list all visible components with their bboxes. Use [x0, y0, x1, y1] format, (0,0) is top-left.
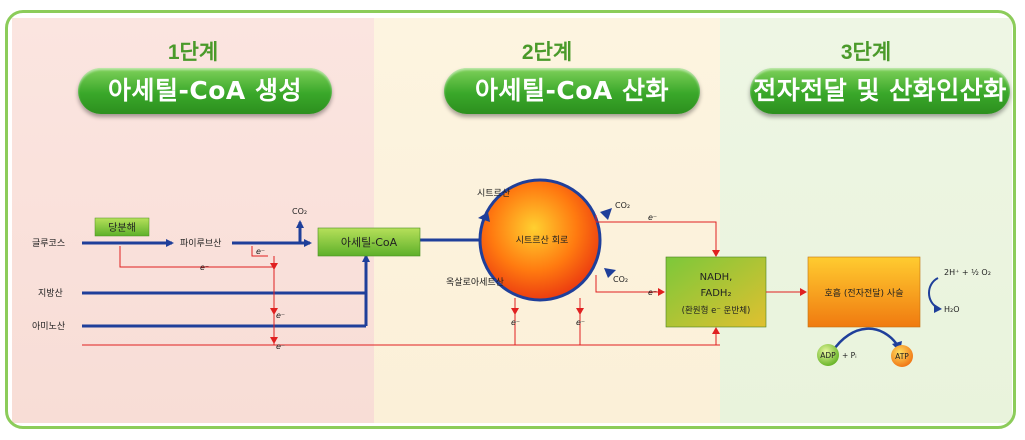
electron-arrowhead [270, 263, 278, 270]
citrate-label: 시트르산 [477, 188, 510, 199]
electron-arrowhead [658, 288, 665, 296]
atp-bubble [891, 345, 913, 367]
co2-label-top: CO₂ [615, 201, 630, 210]
atp-synthesis-arrow [830, 327, 900, 353]
atp-label: ATP [895, 352, 909, 361]
electron-label: e⁻ [256, 247, 265, 256]
acetyl-coa-label: 아세틸-CoA [341, 236, 398, 249]
electron-label: e⁻ [648, 288, 657, 297]
stage-2-title: 아세틸-CoA 산화 [444, 68, 700, 114]
electron-label: e⁻ [200, 263, 209, 272]
electron-label: e⁻ [511, 318, 520, 327]
stage-2-number: 2단계 [521, 41, 573, 64]
respiration-chain-label: 호흡 (전자전달) 사슬 [825, 287, 904, 299]
glycolysis-label: 당분해 [108, 221, 136, 234]
electron-arrowhead [712, 327, 720, 334]
co2-label-stage1: CO₂ [292, 207, 307, 216]
electron-arrowhead [576, 308, 584, 315]
arrowhead [934, 304, 942, 313]
co2-label-bottom: CO₂ [613, 275, 628, 284]
stage-3-title: 전자전달 및 산화인산화 [750, 68, 1010, 114]
carrier-nadh-label: NADH, [700, 272, 733, 283]
citric-acid-cycle [478, 178, 602, 302]
adp-bubble [817, 344, 839, 366]
proton-oxygen-label: 2H⁺ + ½ O₂ [944, 268, 991, 277]
cycle-arrowhead [478, 212, 490, 222]
acetyl-coa-box [317, 227, 421, 257]
electron-label: e⁻ [276, 342, 285, 351]
electron-label: e⁻ [648, 213, 657, 222]
glycolysis-box [94, 217, 150, 237]
electron-arrowhead [800, 288, 807, 296]
electron-carrier-box [665, 256, 767, 328]
electron-label: e⁻ [576, 318, 585, 327]
carrier-fadh2-label: FADH₂ [701, 288, 732, 299]
electron-arrowhead [511, 308, 519, 315]
oxygen-reduction-arrow [928, 277, 939, 309]
electron-label: e⁻ [276, 311, 285, 320]
stage-1-column: 1단계 아세틸-CoA 생성 [12, 18, 374, 423]
electron-paths-stage2 [514, 215, 717, 345]
electron-arrowhead [712, 250, 720, 257]
water-label: H₂O [944, 305, 960, 314]
adp-label: ADP [820, 351, 836, 360]
stage-1-title: 아세틸-CoA 생성 [78, 68, 332, 114]
pi-label: + Pᵢ [842, 351, 857, 360]
fatty-acid-label: 지방산 [38, 288, 63, 299]
stage-3-number: 3단계 [840, 41, 892, 64]
cycle-arrowhead [600, 208, 612, 220]
stage-3-column: 3단계 전자전달 및 산화인산화 [720, 18, 1012, 423]
respiration-chain-box [807, 256, 921, 328]
electron-arrowhead [270, 337, 278, 344]
carrier-desc-label: (환원형 e⁻ 운반체) [682, 305, 751, 316]
stage-1-number: 1단계 [167, 41, 219, 64]
cycle-arrowhead [604, 268, 616, 278]
citric-cycle-label: 시트르산 회로 [516, 235, 569, 246]
electron-arrowhead [270, 308, 278, 315]
glucose-label: 글루코스 [32, 238, 65, 249]
oxaloacetate-label: 옥살로아세트산 [446, 277, 504, 288]
pyruvate-label: 파이루브산 [180, 238, 221, 249]
amino-acid-flow [82, 254, 370, 328]
amino-acid-label: 아미노산 [32, 321, 65, 332]
electron-paths-stage1 [82, 246, 720, 346]
